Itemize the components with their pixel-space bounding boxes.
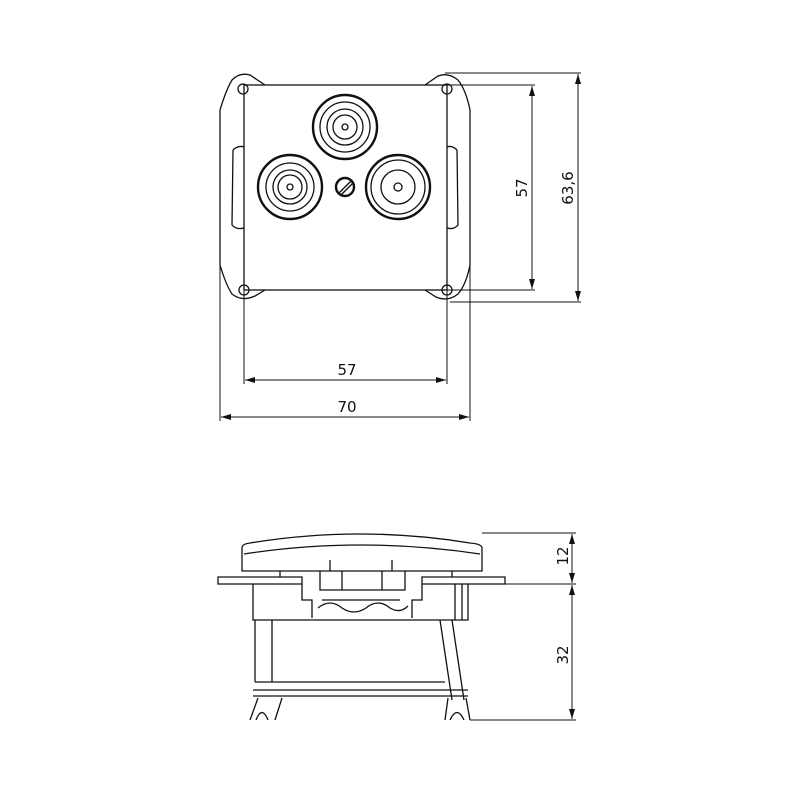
dimension-lines: [219, 72, 581, 421]
cover-plate: [243, 84, 448, 291]
socket-radio: [256, 153, 324, 221]
dimension-plate-width: 57: [337, 361, 356, 379]
dimension-frame-height: 63,6: [559, 171, 577, 204]
side-view: 12 32: [217, 532, 576, 721]
dimension-frame-width: 70: [337, 398, 356, 416]
dimension-cover-depth: 12: [554, 546, 572, 565]
cover-profile: [241, 533, 483, 572]
dimension-lines: [470, 532, 576, 721]
dimension-plate-height: 57: [513, 178, 531, 197]
dimension-mount-depth: 32: [554, 645, 572, 664]
top-view: 57 63,6 57 70: [219, 72, 581, 421]
socket-sat: [364, 153, 432, 221]
screw-hole-icon: [237, 83, 249, 95]
socket-tv: [311, 93, 379, 161]
screw-icon: [334, 176, 356, 198]
mounting-flange: [217, 571, 506, 585]
support-legs: [249, 584, 471, 721]
mounting-frame: [219, 73, 471, 300]
socket-body: [252, 560, 469, 621]
